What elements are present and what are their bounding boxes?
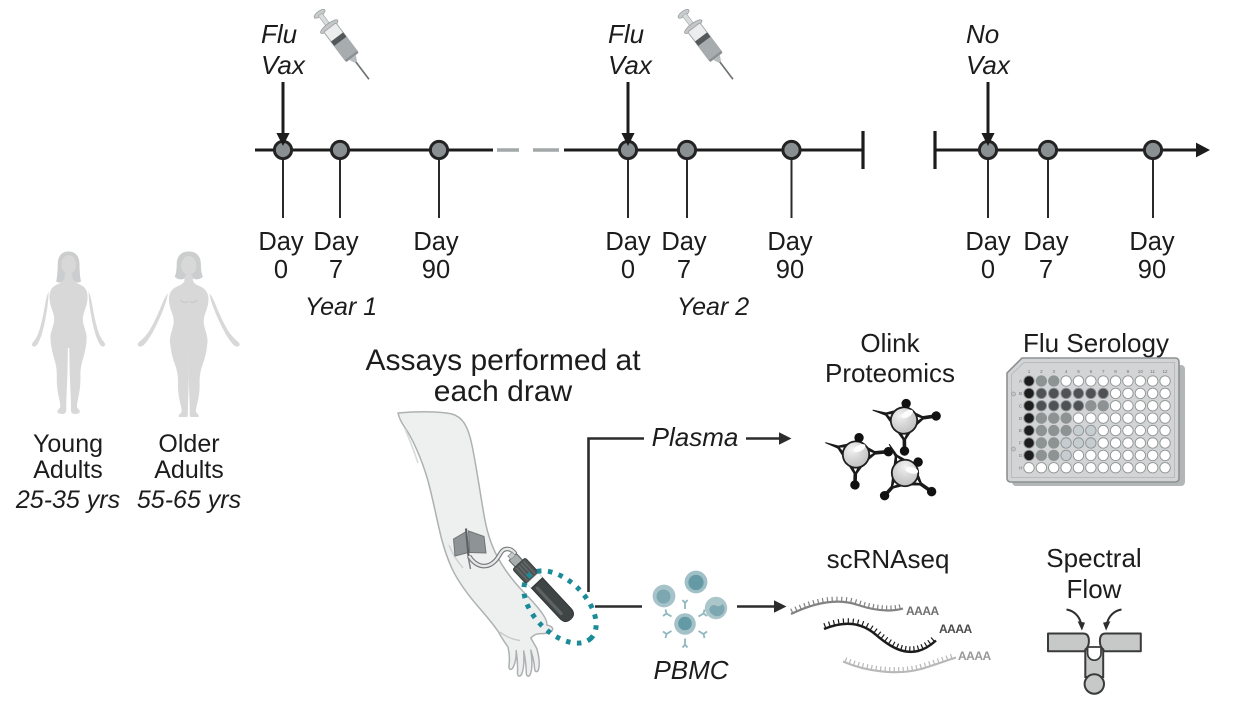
older-adults-age-range: 55-65 yrs	[136, 486, 242, 514]
arm-blood-draw-icon	[397, 411, 599, 677]
svg-text:G: G	[1019, 453, 1023, 458]
young-adult-female-silhouette-icon	[32, 251, 106, 414]
olink-proteomics-label: Olink Proteomics	[824, 328, 956, 388]
older-adult-female-silhouette-icon	[137, 251, 240, 417]
young-adults-label: Young Adults 25-35 yrs	[15, 430, 121, 514]
flu-vax-year1-line2: Vax	[261, 50, 305, 80]
tourniquet-band	[452, 528, 487, 570]
year1-label: Year 1	[304, 293, 378, 321]
plasma-label: Plasma	[651, 422, 739, 452]
svg-text:E: E	[1019, 428, 1022, 433]
rna-strands-icon	[790, 596, 957, 674]
no-vax-line2: Vax	[966, 50, 1010, 80]
young-adults-age-range: 25-35 yrs	[15, 486, 121, 514]
no-vax-label: No Vax	[966, 19, 1010, 81]
svg-text:9: 9	[1127, 369, 1130, 374]
svg-text:8: 8	[1114, 369, 1117, 374]
polya-tail-label: AAAA	[906, 604, 939, 618]
svg-text:C: C	[1019, 403, 1023, 408]
flu-vax-year2-line1: Flu	[608, 19, 645, 49]
svg-text:6: 6	[1090, 369, 1093, 374]
timeline-novax-axis	[933, 131, 1210, 169]
flu-vax-year1-line1: Flu	[261, 19, 298, 49]
pbmc-cells-icon	[652, 570, 728, 649]
svg-text:12: 12	[1163, 369, 1169, 374]
timeline-day-ticks	[282, 158, 1154, 218]
svg-text:D: D	[1019, 416, 1023, 421]
pbmc-cell	[652, 584, 676, 608]
svg-text:4: 4	[1065, 369, 1068, 374]
svg-text:5: 5	[1077, 369, 1080, 374]
svg-text:B: B	[1019, 391, 1022, 396]
svg-text:7: 7	[1102, 369, 1105, 374]
sample-branch-lines	[587, 432, 792, 613]
svg-text:2: 2	[1040, 369, 1043, 374]
pbmc-cell	[684, 570, 708, 594]
flu-vax-label-year2: Flu Vax	[608, 19, 652, 81]
svg-text:10: 10	[1138, 369, 1144, 374]
pbmc-cell-with-receptors	[662, 599, 708, 649]
svg-text:1: 1	[1028, 369, 1031, 374]
plate-wells	[1023, 375, 1171, 474]
svg-text:A: A	[1019, 379, 1023, 384]
vaccination-arrows	[276, 82, 995, 146]
polya-tail-label: AAAA	[939, 622, 972, 636]
no-vax-line1: No	[966, 19, 1000, 49]
flu-serology-label: Flu Serology	[1023, 328, 1169, 358]
timeline-year1-2-axis	[255, 131, 865, 169]
older-adults-label: Older Adults 55-65 yrs	[136, 430, 242, 514]
scrnaseq-label: scRNAseq	[826, 544, 950, 574]
syringe-icon	[677, 8, 734, 80]
pbmc-label: PBMC	[653, 655, 729, 685]
svg-text:H: H	[1019, 465, 1022, 470]
protein-beads-icon	[820, 392, 950, 526]
svg-text:F: F	[1019, 441, 1022, 446]
svg-text:11: 11	[1150, 369, 1155, 374]
collection-highlight-ellipse	[521, 568, 599, 646]
vacutainer-tube	[507, 551, 574, 623]
flu-vax-year2-line2: Vax	[608, 50, 652, 80]
assays-title: Assays performed at each draw	[365, 344, 641, 408]
spectral-flow-label: Spectral Flow	[1046, 543, 1142, 604]
flu-vax-label-year1: Flu Vax	[261, 19, 305, 81]
year2-label: Year 2	[676, 293, 750, 321]
pbmc-cell	[704, 596, 728, 620]
polya-tail-label: AAAA	[958, 649, 991, 663]
flow-nozzle-icon	[1047, 608, 1142, 695]
blood-collection-tube-line	[467, 546, 518, 569]
timeline-day-nodes	[272, 139, 1164, 161]
svg-text:3: 3	[1052, 369, 1055, 374]
syringe-icon	[313, 8, 370, 80]
timeline-axes	[255, 82, 1210, 218]
